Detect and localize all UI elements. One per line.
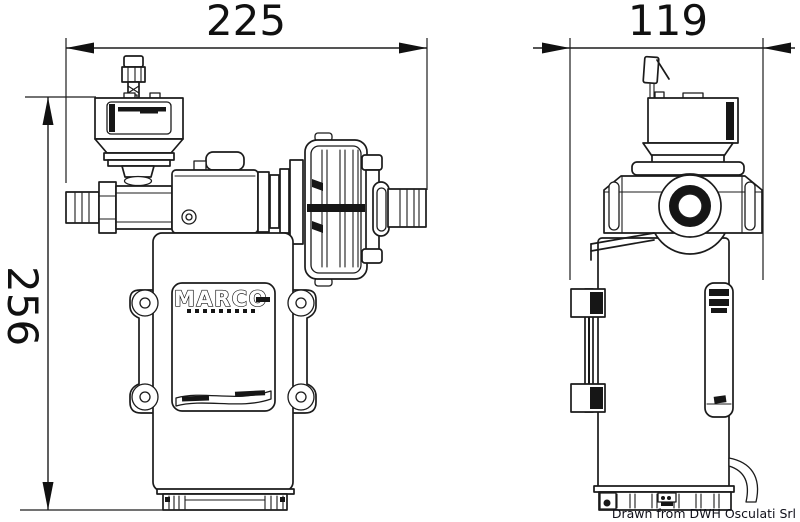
logo-bar (256, 297, 270, 302)
manifold-housing (171, 169, 259, 234)
screw-cap (123, 55, 144, 68)
dim-height-value: 256 (0, 266, 47, 346)
side-view (570, 55, 763, 511)
pressure-switch-side (642, 55, 739, 164)
outlet-fitting (361, 154, 427, 264)
port-ring (669, 185, 711, 227)
label-strip-side (704, 282, 734, 418)
product-label (171, 282, 276, 412)
top-port (205, 151, 245, 171)
pump-manifold (171, 151, 304, 245)
front-view: MARCO (65, 55, 427, 511)
bracket-bolt-holes (131, 289, 315, 411)
terminal-lever (656, 59, 670, 80)
base-foot-lines (168, 495, 284, 510)
dim-front-width-value: 225 (206, 0, 286, 45)
label-wave-band (175, 390, 272, 407)
dim-side-width-value: 119 (628, 0, 708, 45)
head-top-plate (631, 161, 745, 176)
pressure-switch-front (94, 55, 184, 187)
switch-housing-side (647, 97, 739, 144)
arrowhead-right (399, 42, 427, 54)
switch-base-ring (123, 175, 153, 187)
head-base-shelf (590, 232, 655, 261)
base-foot-front (162, 493, 288, 511)
arrowhead-left (542, 42, 570, 54)
inlet-fitting (65, 181, 117, 234)
arrowhead-right (763, 42, 791, 54)
switch-cone-side (642, 142, 734, 157)
cable-terminal (642, 55, 660, 85)
power-cable (728, 457, 759, 503)
label-stripe (109, 104, 115, 132)
arrowhead-left (66, 42, 94, 54)
label-brand-mark (118, 107, 166, 112)
mount-bracket-side (570, 288, 606, 413)
watermark-text: Drawn from DWH Osculati Srl (612, 506, 796, 521)
base-side (593, 485, 735, 511)
motor-body-front: MARCO (129, 232, 317, 511)
pump-head-side (603, 174, 763, 238)
inlet-nut (98, 181, 117, 234)
switch-cone (94, 138, 184, 154)
mount-bracket-left (129, 289, 159, 414)
arrowhead-down (42, 482, 54, 510)
inlet-pipe (115, 185, 173, 230)
switch-label (106, 101, 172, 135)
pump-head-clamp (304, 132, 368, 287)
mount-bracket-right (287, 289, 317, 414)
base-flange-side (593, 485, 735, 493)
dim-side-width: 119 (533, 0, 795, 280)
switch-connector-band (726, 102, 734, 140)
arrowhead-up (42, 97, 54, 125)
clamp-screw-band (307, 204, 365, 212)
dim-height: 256 (0, 96, 163, 511)
dim-front-width: 225 (65, 0, 428, 190)
brand-logo: MARCO (174, 287, 268, 311)
logo-subtext-marks (187, 309, 255, 313)
port-bore (677, 193, 703, 219)
port-end-on (658, 174, 722, 238)
